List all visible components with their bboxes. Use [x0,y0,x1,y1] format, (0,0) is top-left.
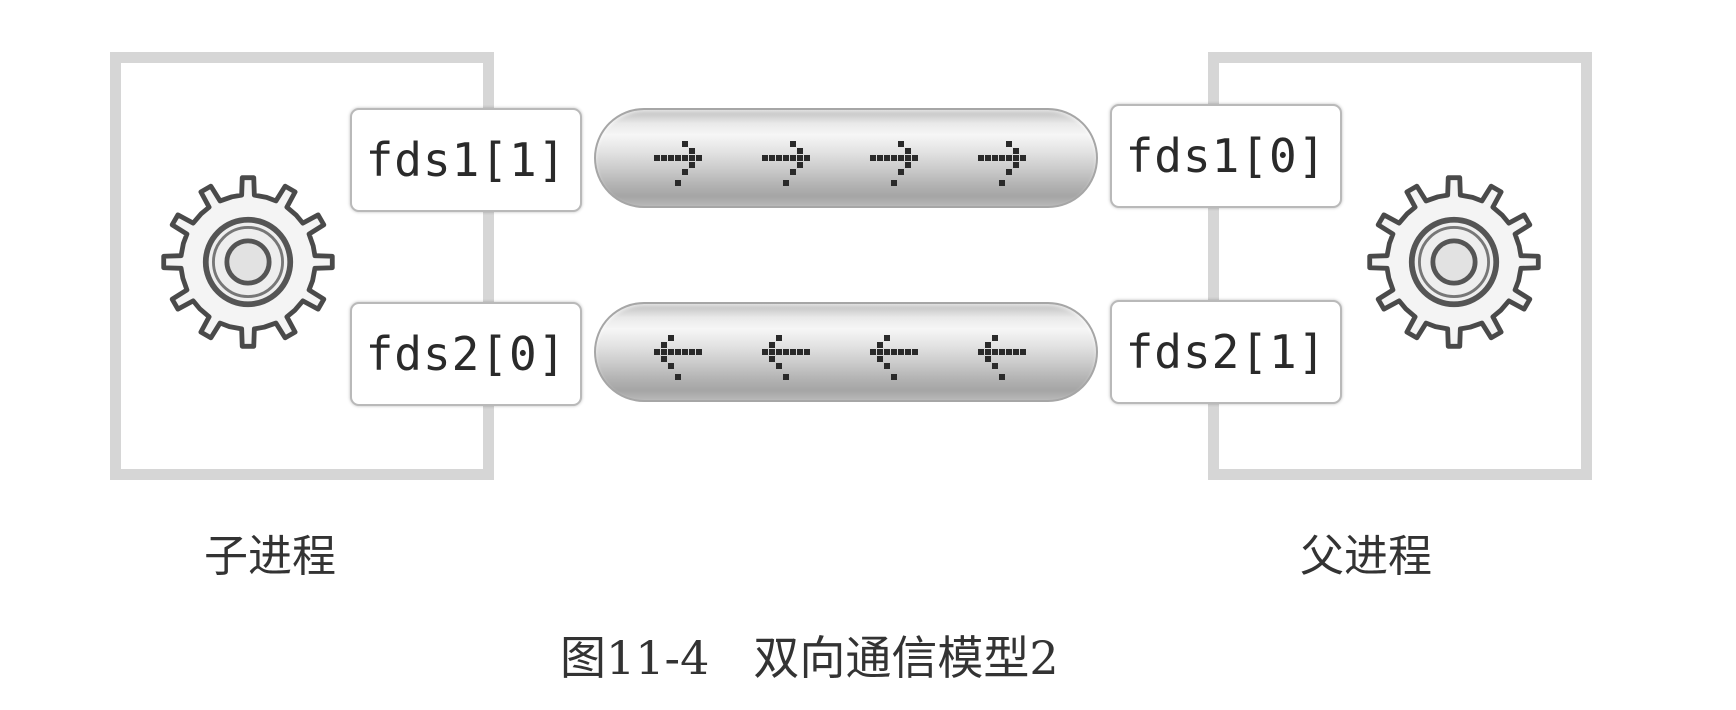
arrow-right-icon [978,141,1026,186]
fd-label-fds1-write: fds1[1] [350,108,582,212]
figure-caption: 图11-4 双向通信模型2 [560,622,1059,688]
arrow-right-icon [870,141,918,186]
pipe-fds1-arrows [654,141,1026,186]
arrow-left-icon [654,335,702,380]
gear-icon [161,175,335,349]
parent-process-label: 父进程 [1300,531,1432,582]
arrow-left-icon [978,335,1026,380]
child-process-label: 子进程 [204,531,336,582]
arrow-right-icon [762,141,810,186]
arrow-right-icon [654,141,702,186]
arrow-left-icon [870,335,918,380]
figure-title: 双向通信模型2 [753,631,1059,685]
gear-icon [1367,175,1541,349]
pipe-fds2-arrows [654,335,1026,380]
fd-label-fds2-read: fds2[0] [350,302,582,406]
figure-number: 图11-4 [560,631,710,685]
arrow-left-icon [762,335,810,380]
fd-label-fds1-read: fds1[0] [1110,104,1342,208]
fd-label-fds2-write: fds2[1] [1110,300,1342,404]
